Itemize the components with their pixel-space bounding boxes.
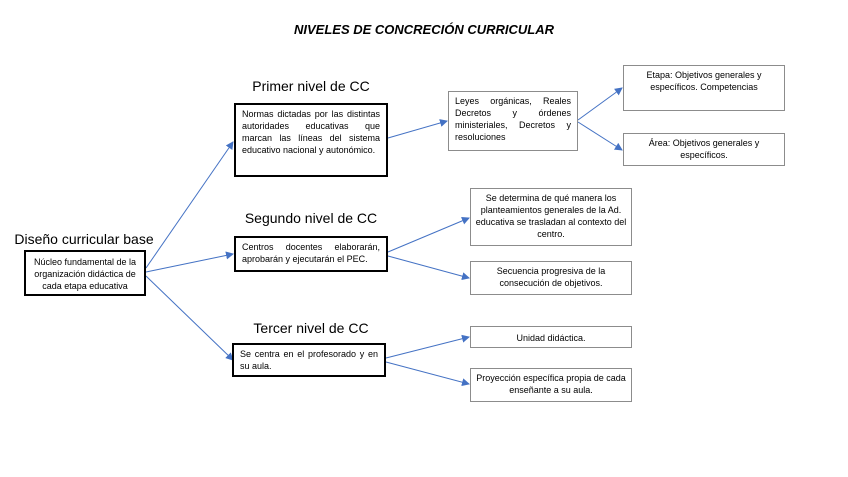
level3-heading: Tercer nivel de CC bbox=[253, 320, 369, 336]
level1-heading: Primer nivel de CC bbox=[252, 78, 370, 94]
arrow-level2-to-child1 bbox=[387, 217, 470, 253]
arrow-laws-to-etapa bbox=[577, 87, 623, 121]
level3-child-unidad: Unidad didáctica. bbox=[470, 326, 632, 348]
level3-child-proyeccion: Proyección específica propia de cada ens… bbox=[470, 368, 632, 402]
level2-heading: Segundo nivel de CC bbox=[244, 210, 378, 226]
level2-child-secuencia: Secuencia progresiva de la consecución d… bbox=[470, 261, 632, 295]
arrow-root-to-level1 bbox=[145, 141, 234, 269]
diagram-title: NIVELES DE CONCRECIÓN CURRICULAR bbox=[293, 22, 554, 37]
root-heading: Diseño curricular base bbox=[14, 231, 154, 247]
level1-grandchild-area: Área: Objetivos generales y específicos. bbox=[623, 133, 785, 166]
level1-child-laws: Leyes orgánicas, Reales Decretos y órden… bbox=[448, 91, 578, 151]
arrow-laws-to-area bbox=[577, 121, 623, 151]
level2-child-contexto: Se determina de qué manera los planteami… bbox=[470, 188, 632, 246]
arrow-level1-to-laws bbox=[387, 119, 448, 139]
arrow-root-to-level3 bbox=[145, 275, 234, 361]
arrow-level3-to-child2 bbox=[385, 361, 470, 387]
arrow-level3-to-child1 bbox=[385, 334, 470, 359]
level1-box: Normas dictadas por las distintas autori… bbox=[234, 103, 388, 177]
root-box: Núcleo fundamental de la organización di… bbox=[24, 250, 146, 296]
level3-box: Se centra en el profesorado y en su aula… bbox=[232, 343, 386, 377]
arrow-level2-to-child2 bbox=[387, 255, 470, 281]
level2-box: Centros docentes elaborarán, aprobarán y… bbox=[234, 236, 388, 272]
arrow-root-to-level2 bbox=[145, 251, 234, 273]
level1-grandchild-etapa: Etapa: Objetivos generales y específicos… bbox=[623, 65, 785, 111]
